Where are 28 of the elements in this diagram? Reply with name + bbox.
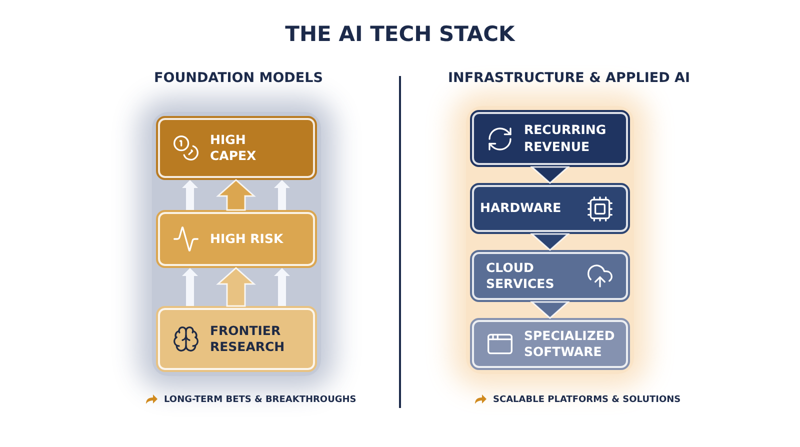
box-label: RECURRING REVENUE <box>524 122 608 155</box>
section-heading: INFRASTRUCTURE & APPLIED AI <box>448 70 690 86</box>
stack-box <box>158 118 315 178</box>
stack-box <box>158 308 315 370</box>
box-label: CLOUD SERVICES <box>486 260 556 292</box>
stack-box <box>158 212 315 266</box>
arrow <box>530 166 570 184</box>
arrow <box>274 180 290 210</box>
stack-box <box>472 185 628 232</box>
arrow <box>274 268 290 306</box>
footer-note: LONG-TERM BETS & BREAKTHROUGHS <box>164 394 356 404</box>
box-label: HARDWARE <box>480 200 562 217</box>
arrow <box>182 180 198 210</box>
box-label: HIGH CAPEX <box>210 132 258 164</box>
arrow <box>530 301 570 319</box>
arrow <box>182 268 198 306</box>
box-label: FRONTIER RESEARCH <box>210 322 286 356</box>
arrow <box>530 233 570 251</box>
arrow <box>216 179 256 211</box>
box-label: SPECIALIZED SOFTWARE <box>524 328 616 360</box>
stack-box <box>472 252 628 300</box>
stack-box <box>472 320 628 368</box>
section-heading: FOUNDATION MODELS <box>154 70 323 86</box>
box-label: HIGH RISK <box>210 230 284 248</box>
title: THE AI TECH STACK <box>285 22 515 46</box>
arrow <box>216 267 256 307</box>
stack-box <box>472 112 628 165</box>
footer-note: SCALABLE PLATFORMS & SOLUTIONS <box>493 394 681 404</box>
